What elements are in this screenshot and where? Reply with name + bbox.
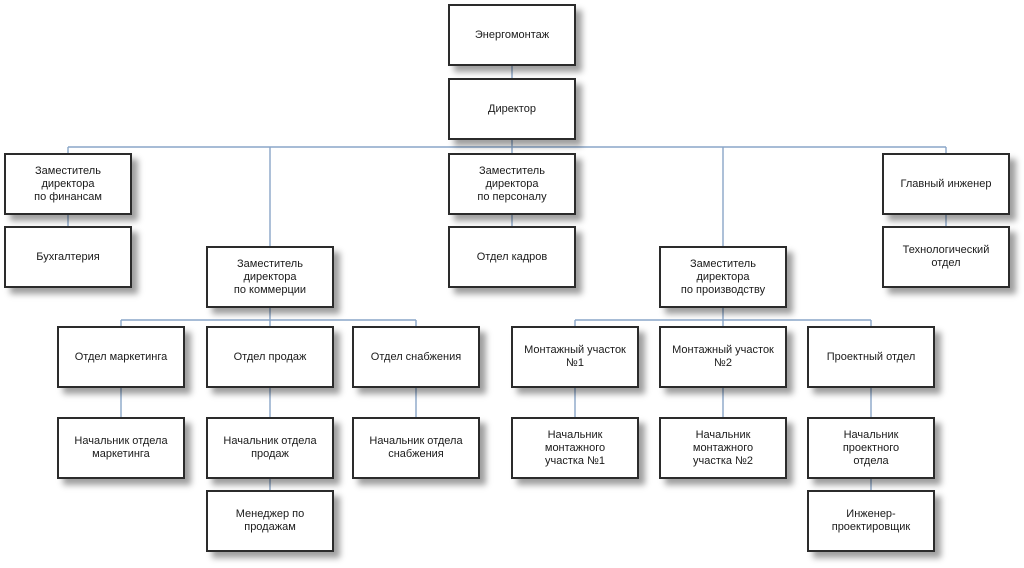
node-supply-head: Начальник отдела снабжения (352, 417, 480, 479)
node-deputy-personnel: Заместитель директора по персоналу (448, 153, 576, 215)
node-supply-dept: Отдел снабжения (352, 326, 480, 388)
node-deputy-production: Заместитель директора по производству (659, 246, 787, 308)
node-deputy-commerce: Заместитель директора по коммерции (206, 246, 334, 308)
node-deputy-finance: Заместитель директора по финансам (4, 153, 132, 215)
node-energomontazh: Энергомонтаж (448, 4, 576, 66)
node-design-dept: Проектный отдел (807, 326, 935, 388)
node-site-2: Монтажный участок №2 (659, 326, 787, 388)
node-sales-dept: Отдел продаж (206, 326, 334, 388)
node-director: Директор (448, 78, 576, 140)
node-sales-manager: Менеджер по продажам (206, 490, 334, 552)
node-site-1-head: Начальник монтажного участка №1 (511, 417, 639, 479)
node-hr-dept: Отдел кадров (448, 226, 576, 288)
node-marketing-head: Начальник отдела маркетинга (57, 417, 185, 479)
node-tech-dept: Технологический отдел (882, 226, 1010, 288)
node-site-2-head: Начальник монтажного участка №2 (659, 417, 787, 479)
node-design-engineer: Инженер-проектировщик (807, 490, 935, 552)
node-sales-head: Начальник отдела продаж (206, 417, 334, 479)
node-chief-engineer: Главный инженер (882, 153, 1010, 215)
node-design-head: Начальник проектного отдела (807, 417, 935, 479)
node-accounting: Бухгалтерия (4, 226, 132, 288)
node-marketing-dept: Отдел маркетинга (57, 326, 185, 388)
node-site-1: Монтажный участок №1 (511, 326, 639, 388)
